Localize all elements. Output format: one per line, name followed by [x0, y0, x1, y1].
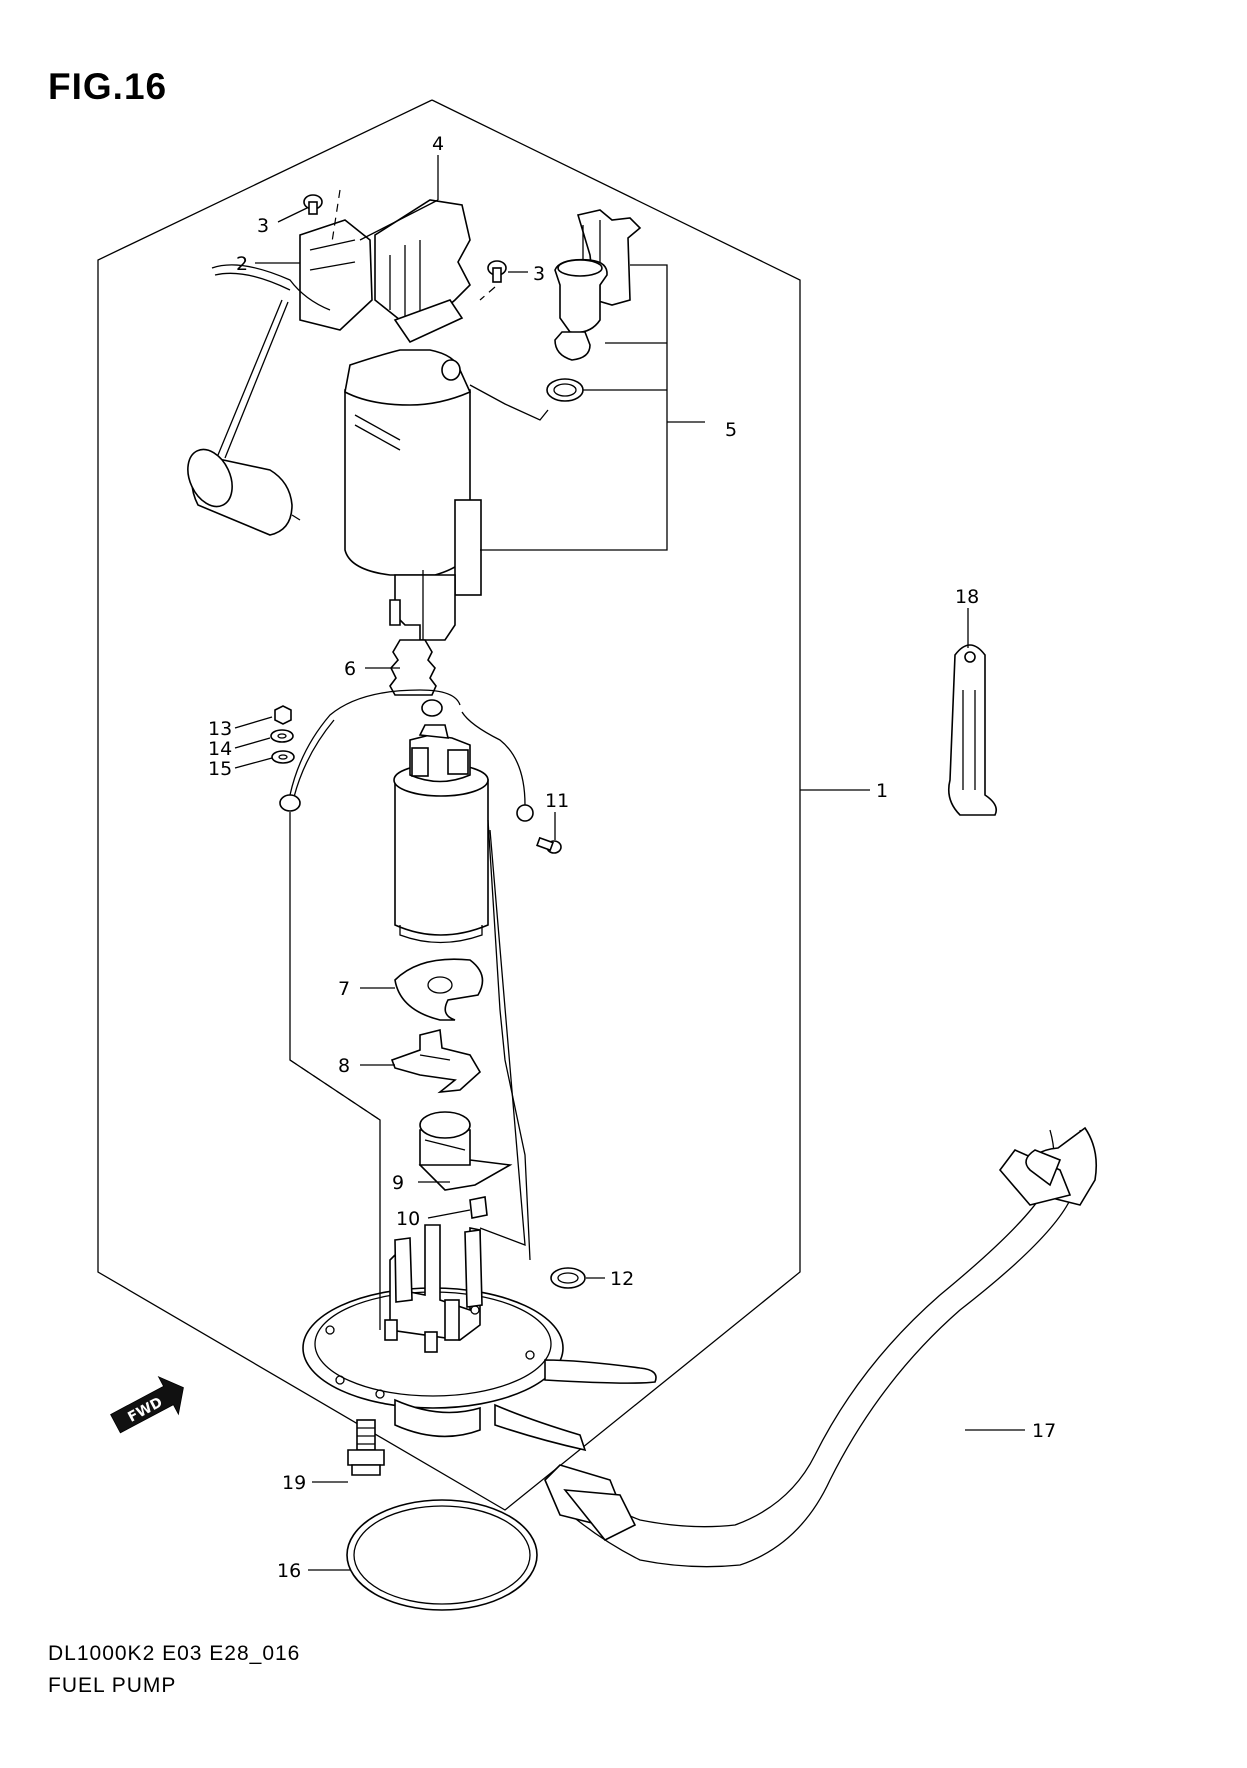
leader-ground — [289, 812, 381, 1330]
callout-6: 6 — [344, 658, 356, 680]
callout-8: 8 — [338, 1055, 350, 1077]
pump-holder — [390, 1029, 482, 1094]
callout-16: 16 — [277, 1560, 301, 1582]
bellows-cushion — [389, 639, 437, 696]
callout-4: 4 — [432, 133, 444, 155]
bracket-5 — [480, 264, 668, 551]
o-ring-regulator — [546, 378, 584, 402]
callout-9: 9 — [392, 1172, 404, 1194]
leader-3a — [277, 207, 308, 223]
callout-18: 18 — [955, 586, 979, 608]
screw-upper-left — [303, 194, 323, 215]
pump-bracket — [374, 199, 471, 344]
leader-dashed — [479, 286, 496, 301]
washer — [270, 729, 294, 743]
pump-retainer — [394, 958, 484, 1021]
hose-bracket — [947, 644, 998, 816]
nut — [274, 705, 292, 725]
callout-2: 2 — [236, 253, 248, 275]
leader-pump — [479, 829, 526, 1246]
callout-13: 13 — [208, 718, 232, 740]
pressure-regulator — [554, 258, 608, 361]
callout-5: 5 — [725, 419, 737, 441]
pump-housing — [344, 349, 482, 641]
fuel-pump-motor — [393, 724, 489, 944]
leader-dashed — [289, 1059, 381, 1121]
callout-11: 11 — [545, 790, 569, 812]
callout-10: 10 — [396, 1208, 420, 1230]
callout-3b: 3 — [533, 263, 545, 285]
callout-15: 15 — [208, 758, 232, 780]
fuel-level-float — [187, 448, 301, 536]
leader-14 — [234, 737, 271, 749]
callout-3a: 3 — [257, 215, 269, 237]
fuel-hose — [544, 1126, 1098, 1568]
diagram-code: DL1000K2 E03 E28_016 — [48, 1642, 301, 1665]
leader-15 — [234, 757, 273, 769]
callout-1: 1 — [876, 780, 888, 802]
leader-housing — [469, 384, 549, 421]
tank-o-ring — [346, 1499, 538, 1611]
lock-washer — [271, 750, 295, 764]
leader-10 — [427, 1209, 471, 1219]
screw-terminal — [536, 836, 562, 854]
figure-title: FIG.16 — [48, 66, 168, 107]
o-ring-outlet — [550, 1267, 586, 1289]
callout-14: 14 — [208, 738, 232, 760]
callout-12: 12 — [610, 1268, 634, 1290]
pump-base-plate — [302, 1224, 657, 1452]
mounting-bolt — [347, 1419, 385, 1476]
callout-7: 7 — [338, 978, 350, 1000]
leader-4 — [359, 199, 439, 241]
assembly-outline — [97, 99, 801, 1511]
leader-13 — [234, 716, 273, 729]
callout-17: 17 — [1032, 1420, 1056, 1442]
screw-upper-right — [487, 260, 507, 283]
ground-wire — [279, 689, 534, 822]
leader-dashed — [331, 189, 341, 243]
clamp — [469, 1196, 488, 1219]
fwd-arrow-badge: FWD — [110, 1376, 184, 1434]
callout-19: 19 — [282, 1472, 306, 1494]
fuel-level-sender — [211, 219, 373, 459]
diagram-name: FUEL PUMP — [48, 1674, 177, 1697]
fuel-filter — [418, 1111, 513, 1191]
leader-pump — [487, 819, 531, 1261]
